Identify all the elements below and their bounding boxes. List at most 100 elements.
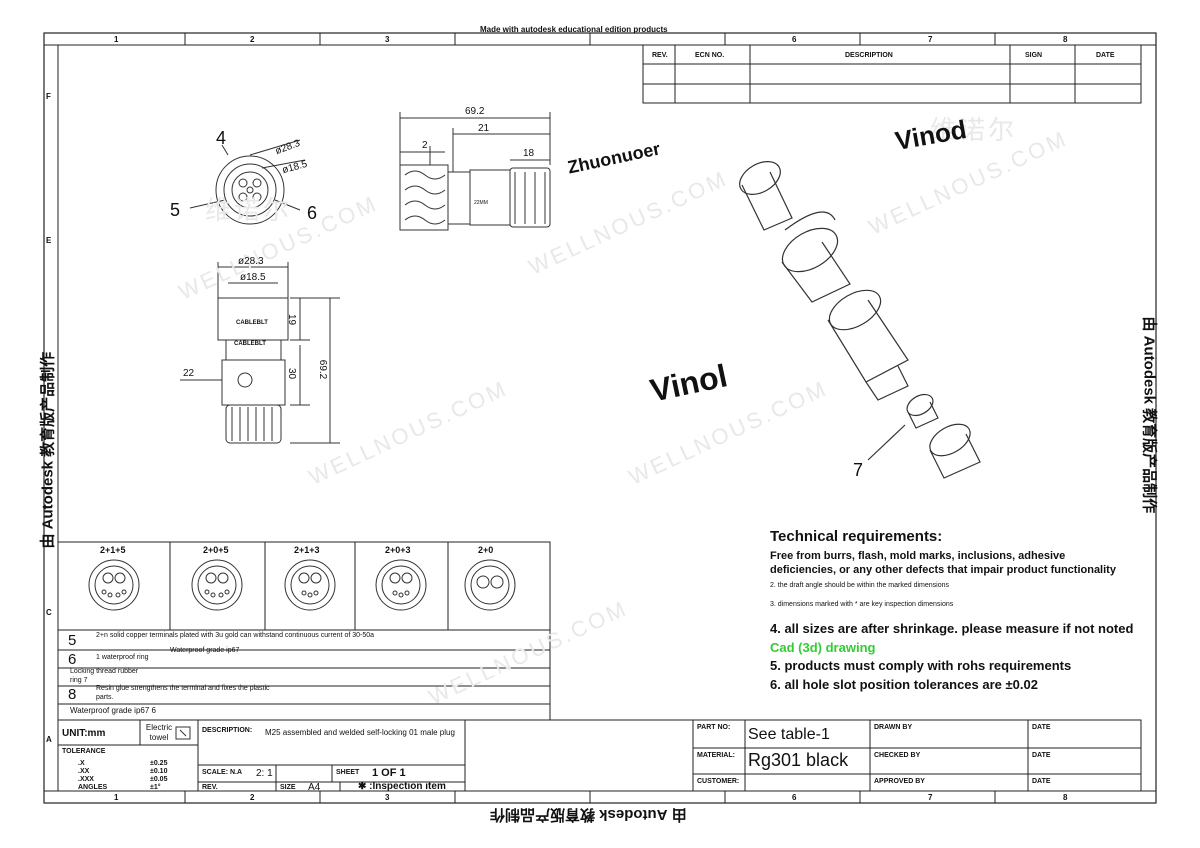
tol-key: .XX: [78, 768, 90, 775]
config-label: 2+0: [478, 545, 494, 555]
callout-number: 7: [853, 460, 864, 480]
sheet-label: SHEET: [336, 769, 360, 776]
tol-key: .XXX: [78, 776, 94, 783]
tol-value: ±0.25: [150, 760, 168, 767]
col-label: 1: [114, 35, 119, 44]
watermark-cn: 维诺尔: [205, 195, 293, 225]
unit-label: UNIT:mm: [62, 728, 106, 739]
date-label: DATE: [1032, 724, 1051, 731]
customer-label: CUSTOMER:: [697, 778, 740, 785]
side-stamp-left: 由 Autodesk 教育版产品制作: [39, 351, 57, 549]
product-label: CABLEBLT: [234, 341, 266, 347]
dim-label: 69.2: [317, 359, 329, 380]
dim-label: 30: [286, 367, 298, 380]
size-label: SIZE: [280, 784, 296, 791]
dim-label: 18: [523, 148, 535, 159]
inspection-note: ✱ :Inspection item: [358, 781, 446, 792]
col-label: 8: [1063, 35, 1068, 44]
bom-text: 1 waterproof ring: [96, 654, 149, 661]
requirement-line: 2. the draft angle should be within the …: [770, 582, 949, 589]
col-label: 6: [792, 35, 797, 44]
dim-label: 69.2: [465, 106, 485, 117]
bom-number: 8: [68, 686, 77, 703]
date-label: DATE: [1032, 778, 1051, 785]
rev-label: REV.: [202, 784, 218, 791]
dim-label: 2: [422, 140, 428, 151]
col-label: 3: [385, 793, 390, 802]
sign-header: SIGN: [1025, 52, 1043, 59]
rev-header: REV.: [652, 52, 668, 59]
tol-value: ±1°: [150, 784, 161, 791]
callout-number: 6: [307, 203, 318, 223]
tolerance-label: TOLERANCE: [62, 748, 106, 755]
product-label: 22MM: [474, 200, 488, 206]
requirement-line: 3. dimensions marked with * are key insp…: [770, 601, 954, 608]
description-value: M25 assembled and welded self-locking 01…: [265, 728, 455, 737]
callout-number: 4: [216, 128, 227, 148]
material-value: Rg301 black: [748, 750, 849, 770]
row-label: E: [46, 236, 52, 245]
part-value: See table-1: [748, 726, 830, 743]
material-label: MATERIAL:: [697, 752, 735, 759]
tol-key: ANGLES: [78, 784, 108, 791]
dim-label: 19: [286, 313, 298, 326]
dim-label: ø18.5: [240, 272, 266, 283]
bom-extra: Waterproof grade ip67: [170, 647, 240, 654]
bom-text: 2+n solid copper terminals plated with 3…: [96, 632, 375, 639]
requirement-line: 5. products must comply with rohs requir…: [770, 658, 1072, 673]
config-label: 2+1+5: [100, 545, 126, 555]
dim-label: ø28.3: [238, 256, 264, 267]
col-label: 2: [250, 793, 255, 802]
header-note: Made with autodesk educational edition p…: [480, 25, 668, 34]
description-label: DESCRIPTION:: [202, 727, 253, 734]
watermark-cn: 维诺尔: [930, 115, 1018, 145]
requirement-line: deficiencies, or any other defects that …: [770, 564, 1116, 576]
requirement-line: Free from burrs, flash, mold marks, incl…: [770, 550, 1066, 562]
checked-label: CHECKED BY: [874, 752, 921, 759]
towel-label: Electric towel: [145, 723, 173, 742]
col-label: 8: [1063, 793, 1068, 802]
part-label: PART NO:: [697, 724, 731, 731]
bottom-stamp: 由 Autodesk 教育版产品制作: [490, 806, 687, 823]
tol-value: ±0.10: [150, 768, 168, 775]
bom-text: Locking thread rubber ring 7: [70, 668, 139, 684]
row-label: F: [46, 92, 51, 101]
sheet-value: 1 OF 1: [372, 767, 406, 779]
requirements-title: Technical requirements:: [770, 528, 943, 545]
size-value: A4: [308, 782, 321, 793]
col-label: 2: [250, 35, 255, 44]
bom-text: Waterproof grade ip67 6: [70, 706, 156, 715]
dim-label: 22: [183, 368, 195, 379]
date-label: DATE: [1032, 752, 1051, 759]
requirement-line: 6. all hole slot position tolerances are…: [770, 677, 1038, 692]
approved-label: APPROVED BY: [874, 778, 925, 785]
tol-value: ±0.05: [150, 776, 168, 783]
date-header: DATE: [1096, 52, 1115, 59]
requirement-line: 4. all sizes are after shrinkage. please…: [770, 621, 1134, 636]
col-label: 7: [928, 35, 933, 44]
col-label: 1: [114, 793, 119, 802]
requirement-line-cad: Cad (3d) drawing: [770, 640, 876, 655]
bom-number: 5: [68, 632, 77, 649]
bom-text: Resin glue strengthens the terminal and …: [96, 685, 270, 701]
callout-number: 5: [170, 200, 181, 220]
config-label: 2+1+3: [294, 545, 320, 555]
row-label: A: [46, 735, 52, 744]
col-label: 3: [385, 35, 390, 44]
ecn-header: ECN NO.: [695, 52, 725, 59]
side-stamp-right: 由 Autodesk 教育版产品制作: [1140, 316, 1158, 514]
dim-label: 21: [478, 123, 490, 134]
config-label: 2+0+3: [385, 545, 411, 555]
tol-key: .X: [78, 760, 85, 767]
col-label: 6: [792, 793, 797, 802]
drawn-label: DRAWN BY: [874, 724, 913, 731]
product-label: CABLEBLT: [236, 320, 268, 326]
col-label: 7: [928, 793, 933, 802]
config-label: 2+0+5: [203, 545, 229, 555]
bom-number: 6: [68, 651, 77, 668]
scale-label: SCALE: N.A: [202, 769, 243, 776]
description-header: DESCRIPTION: [845, 52, 893, 59]
scale-value: 2: 1: [256, 768, 273, 779]
row-label: C: [46, 608, 52, 617]
